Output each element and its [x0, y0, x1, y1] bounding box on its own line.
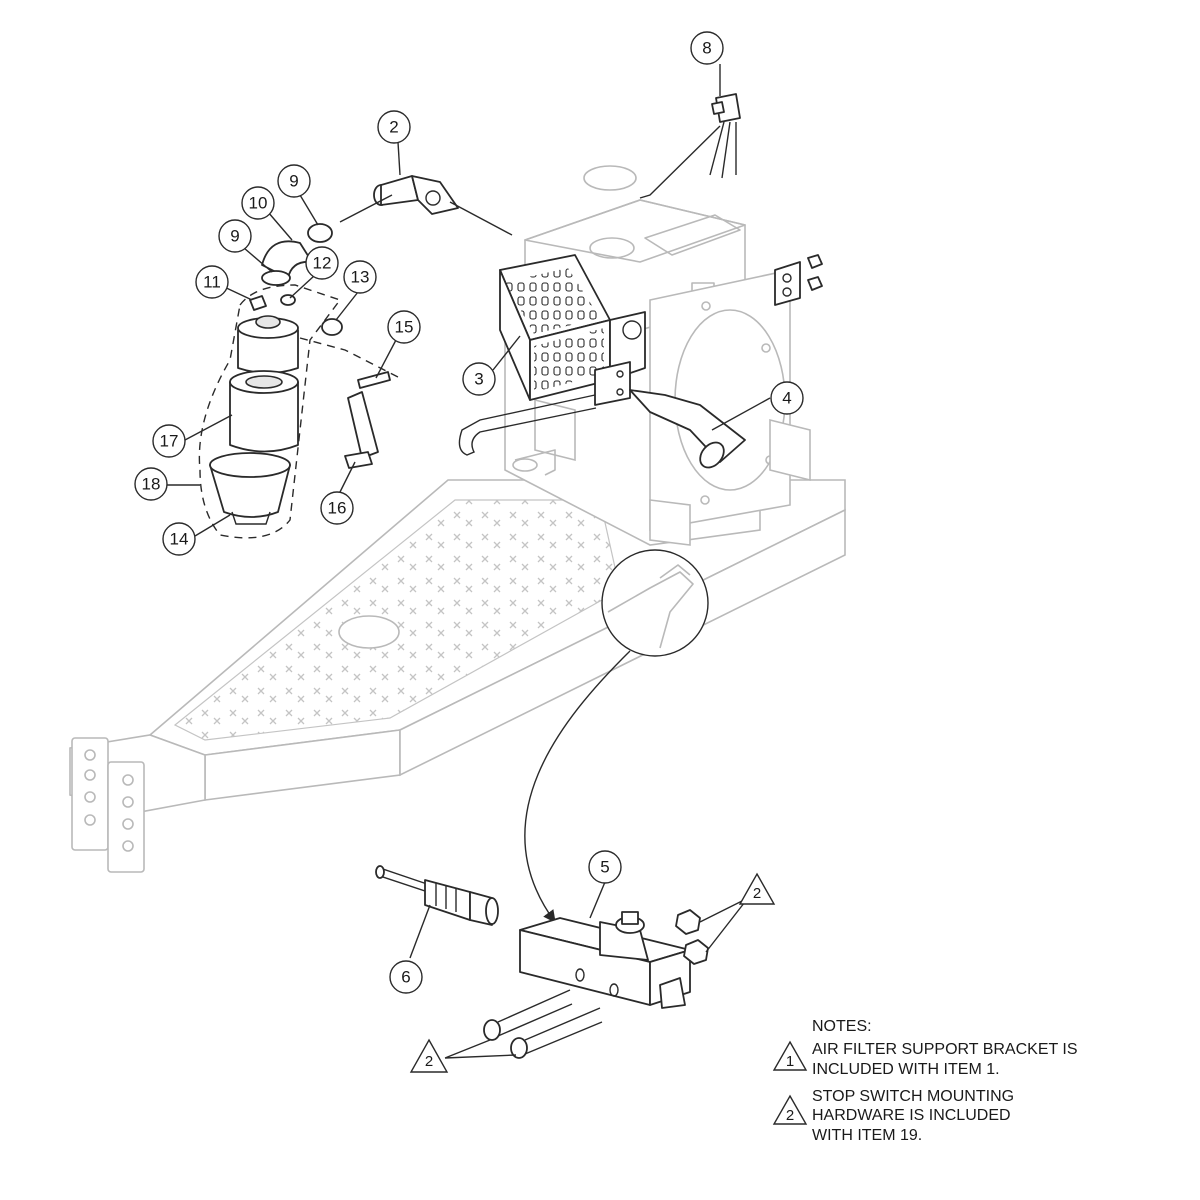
- throttle-cable-part-6: [375, 865, 499, 926]
- detail-magnifier: [524, 549, 709, 924]
- notes-heading: NOTES:: [812, 1018, 872, 1035]
- note-2-line-3: WITH ITEM 19.: [812, 1127, 922, 1144]
- callout-10-label: 10: [249, 194, 268, 213]
- callout-9-upper: 9: [277, 164, 311, 198]
- note-2-marker: 2: [772, 1094, 808, 1125]
- stop-switch-part-5: [483, 909, 709, 1059]
- callout-8-label: 8: [702, 39, 711, 58]
- note-1-line-1: AIR FILTER SUPPORT BRACKET IS: [812, 1041, 1078, 1058]
- note-2-line-2: HARDWARE IS INCLUDED: [812, 1107, 1011, 1124]
- intake-elbow-part-2: [339, 175, 513, 236]
- marker-2-right-label: 2: [753, 885, 761, 902]
- air-cleaner-assembly: [198, 284, 401, 539]
- stop-switch-part-8: [639, 93, 741, 199]
- callout-9-upper-label: 9: [289, 172, 298, 191]
- marker-2-left-label: 2: [425, 1053, 433, 1070]
- callout-18: 18: [134, 467, 168, 501]
- callout-14-label: 14: [170, 530, 189, 549]
- callout-4-label: 4: [782, 389, 791, 408]
- note-1-line-2: INCLUDED WITH ITEM 1.: [812, 1061, 1000, 1078]
- callout-3-label: 3: [474, 370, 483, 389]
- callout-6-label: 6: [401, 968, 410, 987]
- intake-hose-parts: [261, 223, 333, 306]
- note-1-marker: 1: [772, 1040, 808, 1071]
- callout-15: 15: [387, 310, 421, 344]
- support-bracket-parts: [344, 371, 391, 469]
- callout-5: 5: [588, 850, 622, 884]
- callout-16-label: 16: [328, 499, 347, 518]
- callout-14: 14: [162, 522, 196, 556]
- muffler-part-3: [458, 254, 646, 456]
- note-1-marker-label: 1: [786, 1053, 794, 1070]
- exhaust-clamp: [774, 254, 823, 306]
- marker-2-right: 2: [738, 872, 776, 905]
- callout-5-label: 5: [600, 858, 609, 877]
- callout-3: 3: [462, 362, 496, 396]
- callout-6: 6: [389, 960, 423, 994]
- callout-13: 13: [343, 260, 377, 294]
- callout-15-label: 15: [395, 318, 414, 337]
- callout-18-label: 18: [142, 475, 161, 494]
- callout-13-label: 13: [351, 268, 370, 287]
- note-2-marker-label: 2: [786, 1107, 794, 1124]
- marker-2-left: 2: [409, 1038, 449, 1073]
- callout-16: 16: [320, 491, 354, 525]
- callout-10: 10: [241, 186, 275, 220]
- callout-17-label: 17: [160, 432, 179, 451]
- note-2-line-1: STOP SWITCH MOUNTING: [812, 1088, 1014, 1105]
- callout-4: 4: [770, 381, 804, 415]
- callout-11: 11: [195, 265, 229, 299]
- callout-17: 17: [152, 424, 186, 458]
- callout-12: 12: [305, 246, 339, 280]
- callout-2-label: 2: [389, 118, 398, 137]
- tailpipe-part-4: [629, 389, 746, 469]
- leader-lines: [167, 64, 771, 1059]
- callout-9-lower: 9: [218, 219, 252, 253]
- notes-block: NOTES: 1 AIR FILTER SUPPORT BRACKET IS I…: [772, 1018, 1078, 1144]
- callout-9-lower-label: 9: [230, 227, 239, 246]
- callout-12-label: 12: [313, 254, 332, 273]
- callout-2: 2: [377, 110, 411, 144]
- callout-11-label: 11: [203, 273, 221, 292]
- callout-8: 8: [690, 31, 724, 65]
